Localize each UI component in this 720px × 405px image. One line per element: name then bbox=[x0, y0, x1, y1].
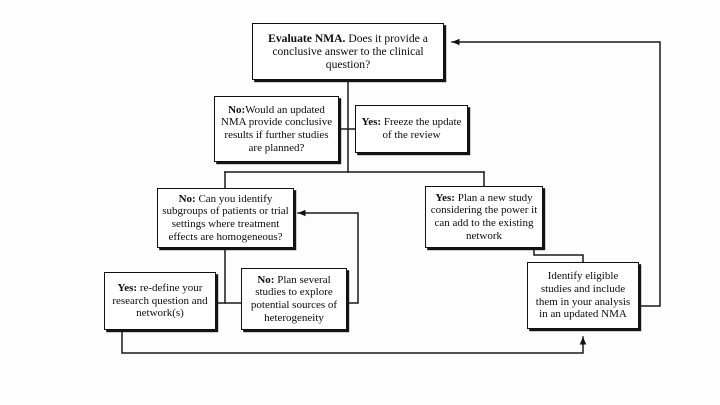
edge-bottom-loop bbox=[121, 329, 587, 354]
node-yes-redefine-question-label-rest: re-define your research question and net… bbox=[112, 282, 208, 320]
node-no-updated-nma-label-rest: Would an updated NMA provide conclusive … bbox=[220, 103, 333, 154]
node-evaluate-nma[interactable]: Evaluate NMA. Does it provide a conclusi… bbox=[252, 23, 444, 80]
node-no-updated-nma[interactable]: No:Would an updated NMA provide conclusi… bbox=[214, 96, 339, 162]
node-no-updated-nma-label-bold: No: bbox=[228, 103, 246, 116]
node-yes-plan-new-study-label: Yes: Plan a new study considering the po… bbox=[430, 192, 538, 242]
node-no-identify-subgroups[interactable]: No: Can you identify subgroups of patien… bbox=[157, 188, 294, 248]
node-identify-eligible-studies-label-rest: Identify eligible studies and include th… bbox=[535, 270, 631, 321]
node-yes-plan-new-study[interactable]: Yes: Plan a new study considering the po… bbox=[425, 186, 543, 248]
node-yes-freeze-update-label: Yes: Freeze the update of the review bbox=[360, 116, 463, 141]
node-yes-redefine-question-label: Yes: re-define your research question an… bbox=[109, 282, 211, 320]
node-evaluate-nma-label-rest: Does it provide a conclusive answer to t… bbox=[272, 31, 428, 72]
edge-newstudy-to-identify bbox=[533, 247, 584, 263]
node-no-plan-several-studies[interactable]: No: Plan several studies to explore pote… bbox=[241, 268, 347, 330]
node-yes-freeze-update-label-bold: Yes: bbox=[361, 116, 382, 129]
node-yes-redefine-question-label-bold: Yes: bbox=[117, 282, 138, 295]
node-no-identify-subgroups-label-bold: No: bbox=[178, 192, 196, 205]
node-yes-redefine-question[interactable]: Yes: re-define your research question an… bbox=[104, 272, 216, 330]
node-yes-freeze-update-label-rest: Freeze the update of the review bbox=[381, 116, 462, 141]
node-no-identify-subgroups-label: No: Can you identify subgroups of patien… bbox=[162, 193, 289, 243]
node-identify-eligible-studies[interactable]: Identify eligible studies and include th… bbox=[527, 262, 639, 329]
node-yes-freeze-update[interactable]: Yes: Freeze the update of the review bbox=[355, 105, 468, 153]
node-no-identify-subgroups-label-rest: Can you identify subgroups of patients o… bbox=[162, 192, 289, 243]
node-no-plan-several-studies-label-bold: No: bbox=[257, 273, 275, 286]
node-identify-eligible-studies-label: Identify eligible studies and include th… bbox=[532, 270, 634, 320]
node-no-updated-nma-label: No:Would an updated NMA provide conclusi… bbox=[219, 104, 334, 154]
node-evaluate-nma-label-bold: Evaluate NMA. bbox=[268, 31, 346, 45]
node-evaluate-nma-label: Evaluate NMA. Does it provide a conclusi… bbox=[257, 32, 439, 72]
node-no-plan-several-studies-label: No: Plan several studies to explore pote… bbox=[246, 274, 342, 324]
node-yes-plan-new-study-label-bold: Yes: bbox=[435, 191, 455, 204]
